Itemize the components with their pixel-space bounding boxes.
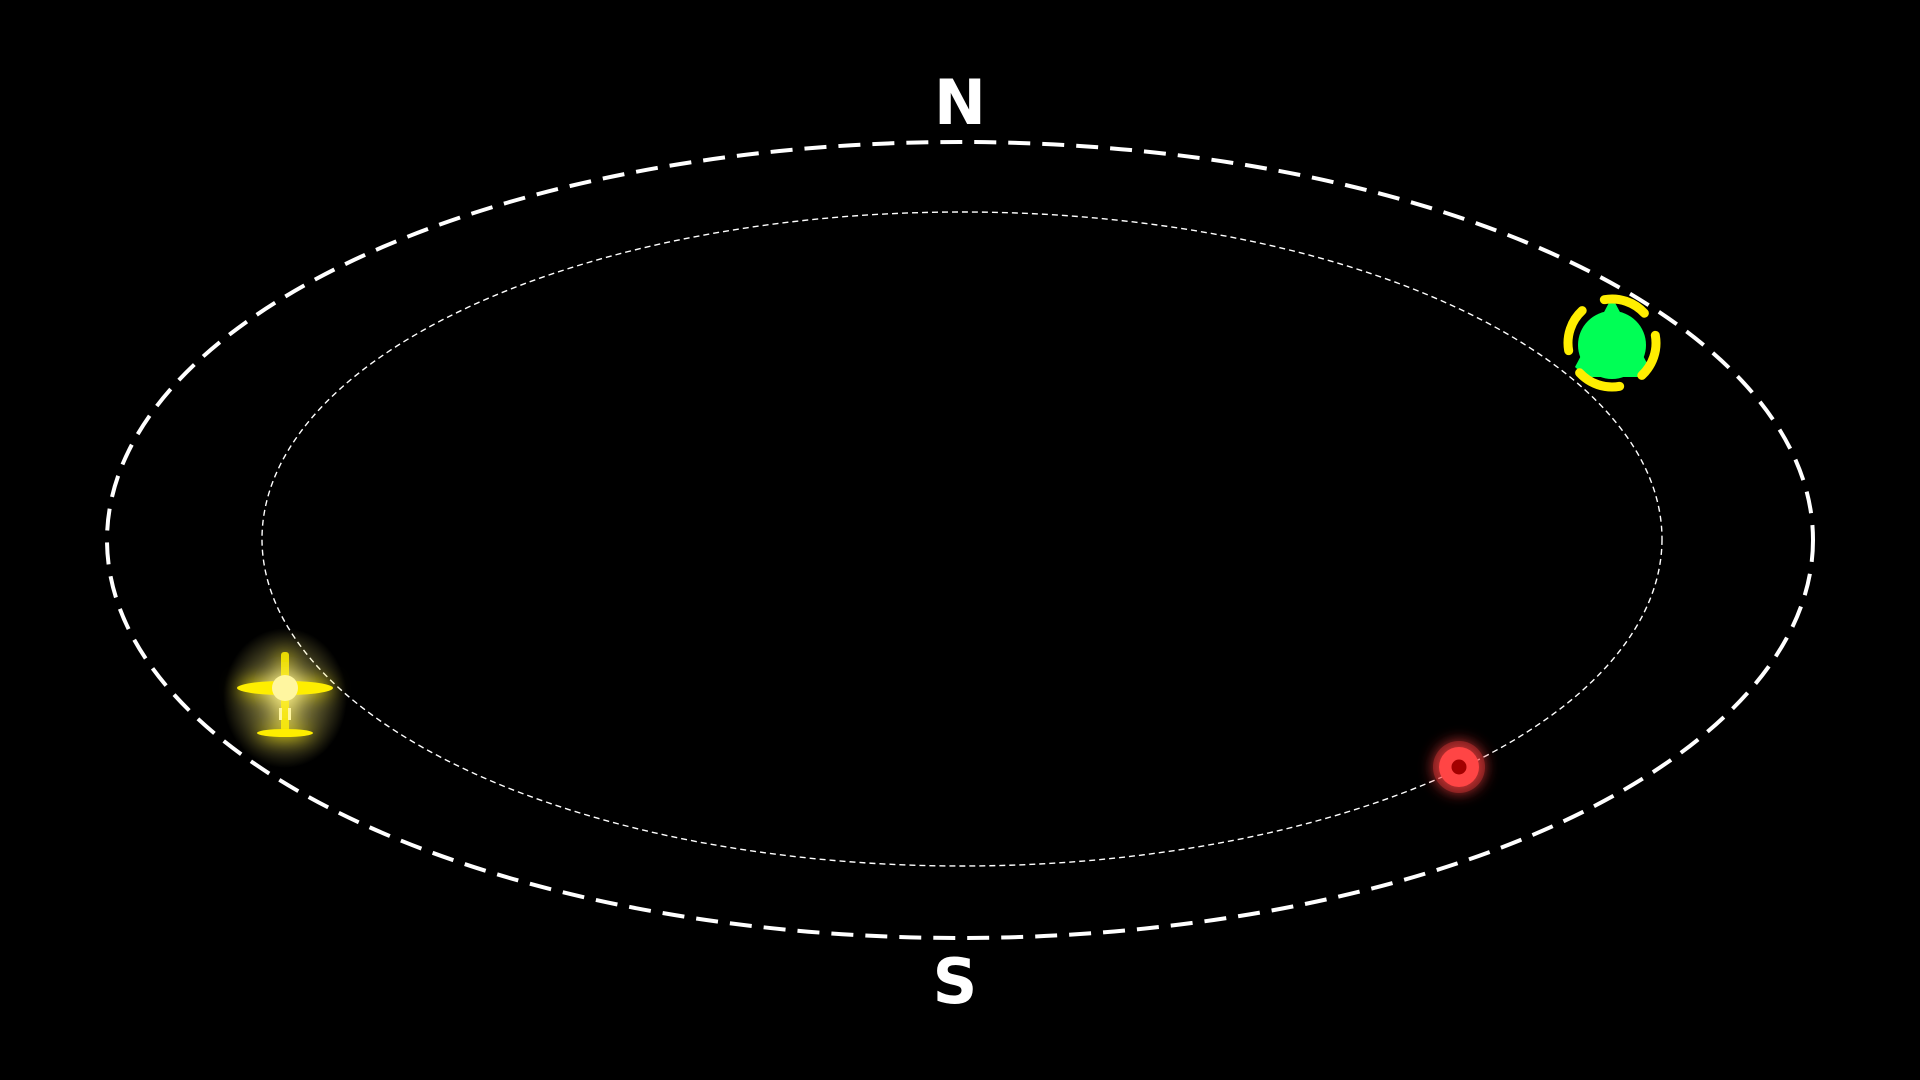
inner-orbit-path xyxy=(261,211,1663,867)
outer-orbit-path xyxy=(105,140,1815,940)
compass-south-label: S xyxy=(932,945,978,1018)
target-planet-icon[interactable] xyxy=(1561,292,1663,394)
player-ship-icon[interactable] xyxy=(223,628,347,768)
enemy-orb-icon[interactable] xyxy=(1433,741,1485,793)
compass-north-label: N xyxy=(934,66,986,139)
